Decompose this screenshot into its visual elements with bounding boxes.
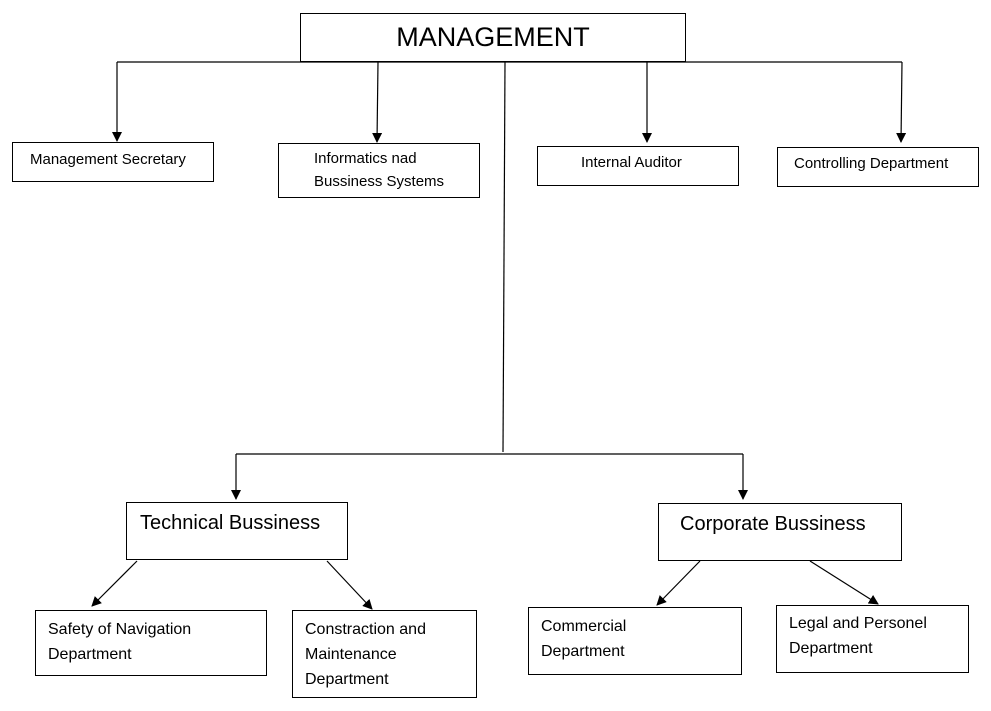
arrow-to-controlling — [896, 61, 907, 143]
management-box: MANAGEMENT — [300, 13, 686, 62]
controlling-department-label: Controlling Department — [794, 155, 949, 172]
constraction-line-3: Department — [305, 671, 389, 688]
arrow-to-informatics — [372, 61, 383, 143]
management-secretary-label: Management Secretary — [30, 151, 186, 168]
management-label: MANAGEMENT — [396, 22, 590, 52]
informatics-box: Informatics nad Bussiness Systems — [278, 143, 480, 198]
safety-navigation-line-1: Safety of Navigation — [48, 621, 192, 638]
commercial-line-1: Commercial — [541, 618, 627, 635]
arrow-to-legal-personel — [809, 560, 879, 605]
legal-personel-line-2: Department — [789, 640, 873, 657]
constraction-line-1: Constraction and — [305, 621, 426, 638]
arrow-to-constraction — [326, 560, 373, 610]
technical-bussiness-box: Technical Bussiness — [126, 502, 348, 560]
trunk-line — [502, 61, 506, 453]
internal-auditor-label: Internal Auditor — [581, 154, 682, 171]
legal-personel-box: Legal and Personel Department — [776, 605, 969, 673]
legal-personel-line-1: Legal and Personel — [789, 615, 927, 632]
informatics-line-1: Informatics nad — [314, 150, 417, 167]
informatics-line-2: Bussiness Systems — [314, 173, 445, 190]
arrow-to-commercial — [656, 560, 701, 606]
internal-auditor-box: Internal Auditor — [537, 146, 739, 186]
corporate-bussiness-label: Corporate Bussiness — [680, 513, 866, 535]
controlling-department-box: Controlling Department — [777, 147, 979, 187]
corporate-bussiness-box: Corporate Bussiness — [658, 503, 902, 561]
constraction-maintenance-box: Constraction and Maintenance Department — [292, 610, 477, 698]
commercial-line-2: Department — [541, 643, 625, 660]
technical-bussiness-label: Technical Bussiness — [140, 512, 321, 534]
management-secretary-box: Management Secretary — [12, 142, 214, 182]
safety-navigation-line-2: Department — [48, 646, 132, 663]
safety-navigation-box: Safety of Navigation Department — [35, 610, 267, 676]
constraction-line-2: Maintenance — [305, 646, 397, 663]
arrow-to-safety-navigation — [91, 560, 138, 607]
commercial-box: Commercial Department — [528, 607, 742, 675]
